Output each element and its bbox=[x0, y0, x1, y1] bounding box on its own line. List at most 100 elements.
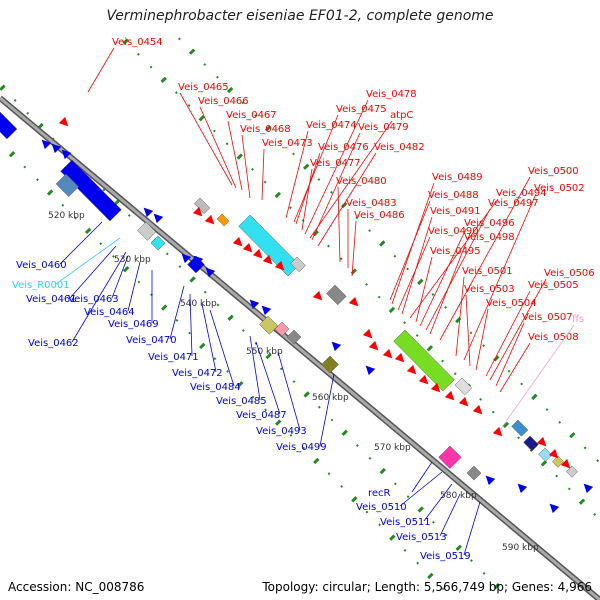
track-tick bbox=[453, 372, 457, 376]
track-tick bbox=[593, 513, 597, 516]
track-tick bbox=[317, 405, 321, 409]
track-tick bbox=[216, 75, 219, 79]
plus-gene-arrow bbox=[472, 404, 483, 415]
track-tick bbox=[236, 153, 243, 160]
plus-gene-arrow bbox=[348, 296, 359, 307]
plus-gene-arrow bbox=[406, 364, 417, 375]
track-tick bbox=[137, 280, 141, 284]
minus-gene-label: Veis_0511 bbox=[380, 517, 431, 528]
gene-block bbox=[326, 284, 347, 306]
gene-block bbox=[290, 256, 306, 273]
track-tick bbox=[99, 242, 103, 246]
track-tick bbox=[292, 380, 296, 384]
plus-gene-label: Veis_0508 bbox=[528, 332, 579, 343]
scale-tick-label: 530 kbp bbox=[114, 255, 151, 265]
track-tick bbox=[26, 111, 30, 115]
track-tick bbox=[122, 266, 130, 273]
plus-gene-arrow bbox=[58, 116, 69, 127]
plus-leader-line bbox=[465, 294, 471, 367]
plus-leader-line bbox=[295, 152, 321, 225]
track-tick bbox=[226, 86, 234, 94]
plus-leader-line bbox=[317, 152, 377, 247]
track-tick bbox=[317, 178, 321, 181]
plus-leader-line bbox=[227, 120, 243, 191]
minus-leader-line bbox=[439, 493, 461, 537]
track-tick bbox=[23, 165, 27, 169]
gene-block bbox=[137, 221, 157, 241]
minus-gene-arrow bbox=[485, 475, 496, 486]
track-tick bbox=[251, 395, 255, 399]
track-tick bbox=[406, 495, 410, 499]
track-tick bbox=[292, 152, 295, 156]
plus-leader-line bbox=[485, 290, 531, 377]
plus-leader-line bbox=[293, 114, 339, 223]
track-tick bbox=[379, 240, 386, 247]
track-tick bbox=[368, 456, 372, 460]
track-tick bbox=[330, 190, 333, 194]
plus-gene-label: Veis_0476 bbox=[318, 142, 369, 153]
track-tick bbox=[493, 355, 500, 362]
plus-gene-arrow bbox=[536, 436, 547, 447]
backbone-inner bbox=[0, 96, 600, 600]
track-tick bbox=[274, 191, 281, 199]
minus-leader-line bbox=[277, 351, 301, 431]
track-tick bbox=[327, 244, 330, 248]
minus-leader-line bbox=[127, 261, 141, 312]
minus-gene-label: Veis_0484 bbox=[190, 382, 241, 393]
track-tick bbox=[165, 252, 169, 256]
plus-gene-arrow bbox=[242, 242, 253, 253]
plus-leader-line bbox=[429, 242, 467, 335]
minus-leader-line bbox=[55, 237, 121, 285]
minus-gene-arrow bbox=[549, 503, 560, 514]
track-tick bbox=[213, 357, 217, 361]
track-tick bbox=[227, 314, 234, 321]
track-tick bbox=[365, 282, 368, 286]
track-tick bbox=[350, 268, 358, 275]
gene-block bbox=[454, 377, 473, 396]
track-tick bbox=[175, 318, 179, 322]
track-tick bbox=[216, 303, 220, 307]
minus-gene-arrow bbox=[261, 305, 272, 316]
track-tick bbox=[389, 534, 396, 541]
plus-leader-line bbox=[463, 193, 537, 361]
minus-gene-arrow bbox=[153, 213, 164, 224]
plus-gene-label: Veis_0488 bbox=[428, 190, 479, 201]
plus-leader-line bbox=[489, 278, 547, 381]
track-tick bbox=[377, 295, 381, 299]
plus-gene-arrow bbox=[560, 458, 571, 469]
plus-gene-arrow bbox=[362, 328, 373, 339]
track-tick bbox=[74, 216, 77, 220]
track-tick bbox=[36, 178, 39, 182]
plus-gene-label: Veis_0475 bbox=[336, 104, 387, 115]
plus-leader-line bbox=[401, 216, 433, 315]
accession-text: Accession: NC_008786 bbox=[8, 580, 145, 594]
plus-gene-arrow bbox=[368, 340, 379, 351]
plus-gene-label: Veis_0468 bbox=[240, 124, 291, 135]
track-tick bbox=[482, 344, 486, 348]
scale-tick-label: 570 kbp bbox=[374, 443, 411, 453]
plus-leader-line bbox=[415, 256, 433, 323]
track-tick bbox=[265, 352, 272, 360]
track-tick bbox=[340, 485, 344, 488]
track-tick bbox=[517, 436, 521, 440]
minus-leader-line bbox=[411, 461, 433, 493]
plus-gene-label: Veis_0486 bbox=[354, 210, 405, 221]
track-tick bbox=[441, 359, 444, 363]
track-tick bbox=[455, 316, 462, 324]
track-tick bbox=[355, 444, 359, 447]
plus-gene-label: Veis_0477 bbox=[310, 158, 361, 169]
plus-gene-arrow bbox=[418, 374, 429, 385]
track-tick bbox=[502, 421, 510, 429]
track-tick bbox=[479, 397, 483, 401]
plus-leader-line bbox=[351, 220, 357, 277]
minus-gene-arrow bbox=[331, 341, 342, 352]
plus-leader-line bbox=[391, 182, 435, 305]
track-tick bbox=[545, 408, 549, 411]
track-tick bbox=[46, 189, 54, 196]
gene-block bbox=[55, 173, 79, 197]
minus-gene-arrow bbox=[249, 299, 260, 310]
track-tick bbox=[330, 418, 334, 422]
plus-leader-line bbox=[425, 208, 491, 331]
track-tick bbox=[188, 48, 196, 55]
